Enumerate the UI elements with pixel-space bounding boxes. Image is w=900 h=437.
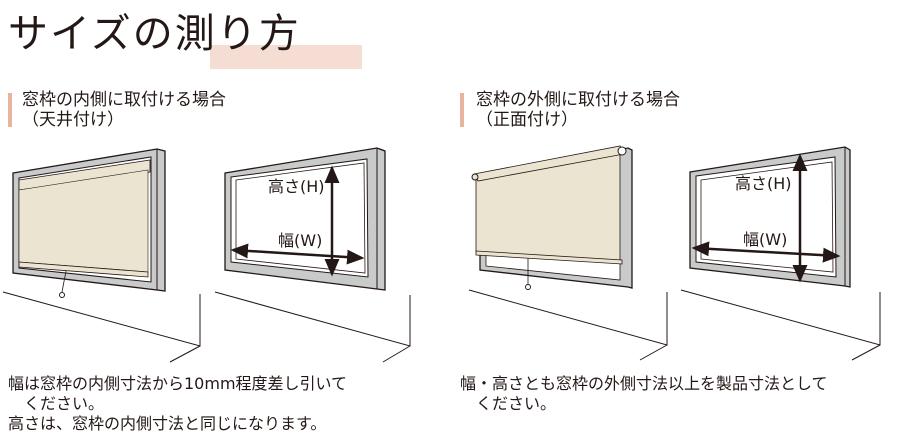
note-line: 高さは、窓枠の内側寸法と同じになります。 (8, 414, 327, 433)
section-marker (8, 93, 12, 127)
section-heading-inside: 窓枠の内側に取付ける場合 （天井付け） (22, 90, 226, 130)
note-line: ください。 (24, 394, 105, 413)
outside-mount-note: 幅・高さとも窓枠の外側寸法以上を製品寸法として ください。 (460, 374, 828, 414)
width-label: 幅(W) (743, 230, 787, 249)
note-line: ください。 (476, 394, 557, 413)
outside-mount-blind-illustration (468, 145, 668, 361)
note-line: 幅は窓枠の内側寸法から10mm程度差し引いて (8, 374, 348, 393)
section-marker (460, 93, 464, 127)
heading-line: 窓枠の内側に取付ける場合 (22, 90, 226, 110)
heading-line: 窓枠の外側に取付ける場合 (476, 90, 680, 110)
title-highlight (210, 45, 362, 69)
height-label: 高さ(H) (268, 177, 325, 196)
height-label: 高さ(H) (735, 174, 792, 193)
page-title: サイズの測り方 (8, 11, 301, 57)
width-label: 幅(W) (278, 231, 322, 250)
heading-subline: （正面付け） (476, 110, 578, 130)
heading-subline: （天井付け） (22, 110, 124, 130)
inside-mount-blind-illustration (2, 148, 201, 363)
inside-mount-measurement-illustration: 高さ(H) 幅(W) (214, 147, 411, 363)
inside-mount-note: 幅は窓枠の内側寸法から10mm程度差し引いて ください。 高さは、窓枠の内側寸法… (8, 374, 347, 434)
note-line: 幅・高さとも窓枠の外側寸法以上を製品寸法として (460, 374, 828, 393)
outside-mount-measurement-illustration: 高さ(H) 幅(W) (680, 146, 881, 361)
section-heading-outside: 窓枠の外側に取付ける場合 （正面付け） (476, 90, 680, 130)
